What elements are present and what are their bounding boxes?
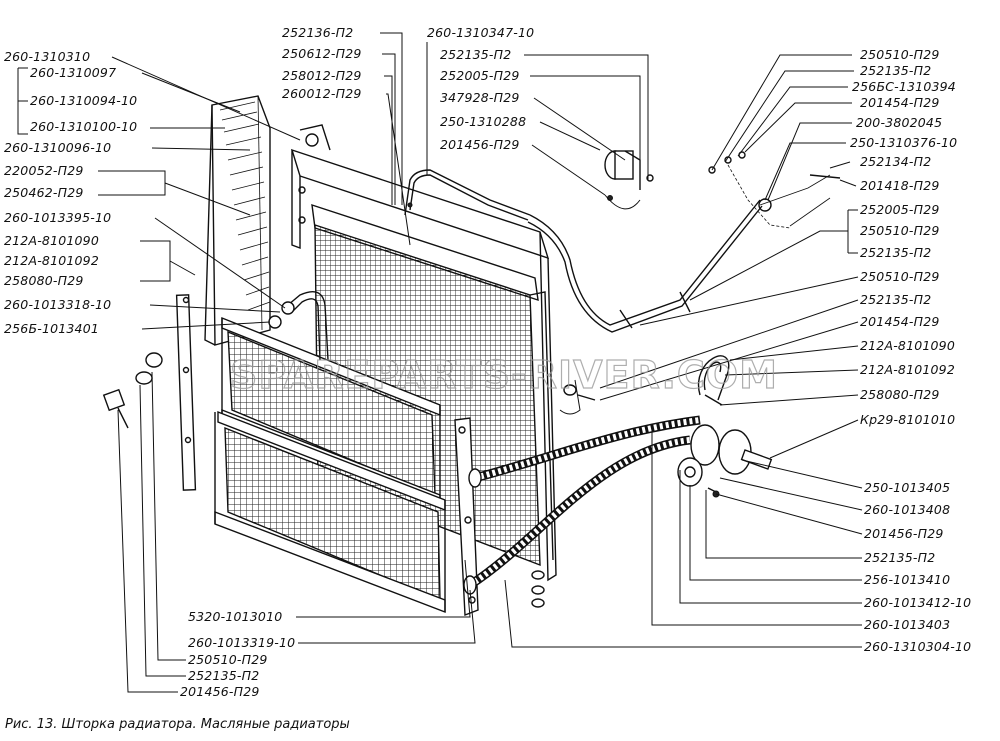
part-label: 260-1013408 xyxy=(864,502,950,517)
part-label: 252135-П2 xyxy=(860,63,931,78)
part-label: 250-1310376-10 xyxy=(850,135,957,150)
part-label: 250510-П29 xyxy=(860,269,940,284)
hose-clamp xyxy=(697,355,730,406)
part-label: 258012-П29 xyxy=(282,68,362,83)
part-label: 250612-П29 xyxy=(282,46,362,61)
part-label: 260-1310097 xyxy=(30,65,116,80)
part-label: 201456-П29 xyxy=(864,526,944,541)
part-label: 220052-П29 xyxy=(4,163,84,178)
part-label: 260-1310310 xyxy=(4,49,90,64)
part-label: 252135-П2 xyxy=(440,47,511,62)
part-label: 252005-П29 xyxy=(440,68,520,83)
part-label: 258080-П29 xyxy=(4,273,84,288)
part-label: 252135-П2 xyxy=(188,668,259,683)
part-label: 252135-П2 xyxy=(864,550,935,565)
part-label: 260-1310094-10 xyxy=(30,93,137,108)
shutter-control-rod xyxy=(404,169,763,333)
cable-clamp xyxy=(604,150,654,201)
part-label: 256БС-1310394 xyxy=(852,79,956,94)
part-label: 250510-П29 xyxy=(860,47,940,62)
part-label: 256Б-1013401 xyxy=(4,321,99,336)
part-label: 250-1310288 xyxy=(440,114,526,129)
part-label: 250510-П29 xyxy=(860,223,940,238)
part-label: 201454-П29 xyxy=(860,95,940,110)
left-fasteners xyxy=(102,294,197,491)
part-label: 260-1013412-10 xyxy=(864,595,971,610)
part-label: 260-1310304-10 xyxy=(864,639,971,654)
part-label: 260-1013395-10 xyxy=(4,210,111,225)
leader-lines xyxy=(17,32,863,693)
part-label: Кр29-8101010 xyxy=(860,412,955,427)
part-label: 260-1310100-10 xyxy=(30,119,137,134)
part-label: 260-1013403 xyxy=(864,617,950,632)
chain-assembly xyxy=(708,151,841,229)
part-label: 250-1013405 xyxy=(864,480,950,495)
part-label: 260-1013319-10 xyxy=(188,635,295,650)
part-label: 201418-П29 xyxy=(860,178,940,193)
oil-pipe-connector xyxy=(268,291,329,361)
part-label: 252135-П2 xyxy=(860,245,931,260)
part-label: 258080-П29 xyxy=(860,387,940,402)
part-label: 347928-П29 xyxy=(440,90,520,105)
part-label: 201454-П29 xyxy=(860,314,940,329)
part-label: 260012-П29 xyxy=(282,86,362,101)
part-label: 256-1013410 xyxy=(864,572,950,587)
part-label: 260-1013318-10 xyxy=(4,297,111,312)
figure-caption: Рис. 13. Шторка радиатора. Масляные ради… xyxy=(5,717,350,732)
oil-hoses xyxy=(463,415,701,595)
part-label: 200-3802045 xyxy=(856,115,942,130)
part-label: 252134-П2 xyxy=(860,154,931,169)
radiator-frame xyxy=(290,124,557,582)
part-label: 250462-П29 xyxy=(4,185,84,200)
oil-radiator-lower xyxy=(214,410,446,614)
part-label: 252135-П2 xyxy=(860,292,931,307)
part-label: 201456-П29 xyxy=(440,137,520,152)
shutter-plate xyxy=(204,95,271,346)
part-label: 212А-8101092 xyxy=(860,362,955,377)
part-labels: 260-1310310 260-1310097 260-1310094-10 2… xyxy=(4,25,971,699)
part-label: 260-1310347-10 xyxy=(427,25,534,40)
part-label: 252136-П2 xyxy=(282,25,353,40)
part-label: 212А-8101090 xyxy=(860,338,955,353)
part-label: 252005-П29 xyxy=(860,202,940,217)
part-label: 212А-8101090 xyxy=(4,233,99,248)
watermark-text: SPAREPARTS-RIVER.COM xyxy=(230,353,778,397)
part-label: 201456-П29 xyxy=(180,684,260,699)
part-label: 250510-П29 xyxy=(188,652,268,667)
part-label: 260-1310096-10 xyxy=(4,140,111,155)
bottom-fasteners xyxy=(531,384,596,608)
valve-block xyxy=(677,424,773,498)
part-label: 5320-1013010 xyxy=(188,609,282,624)
part-label: 212А-8101092 xyxy=(4,253,99,268)
